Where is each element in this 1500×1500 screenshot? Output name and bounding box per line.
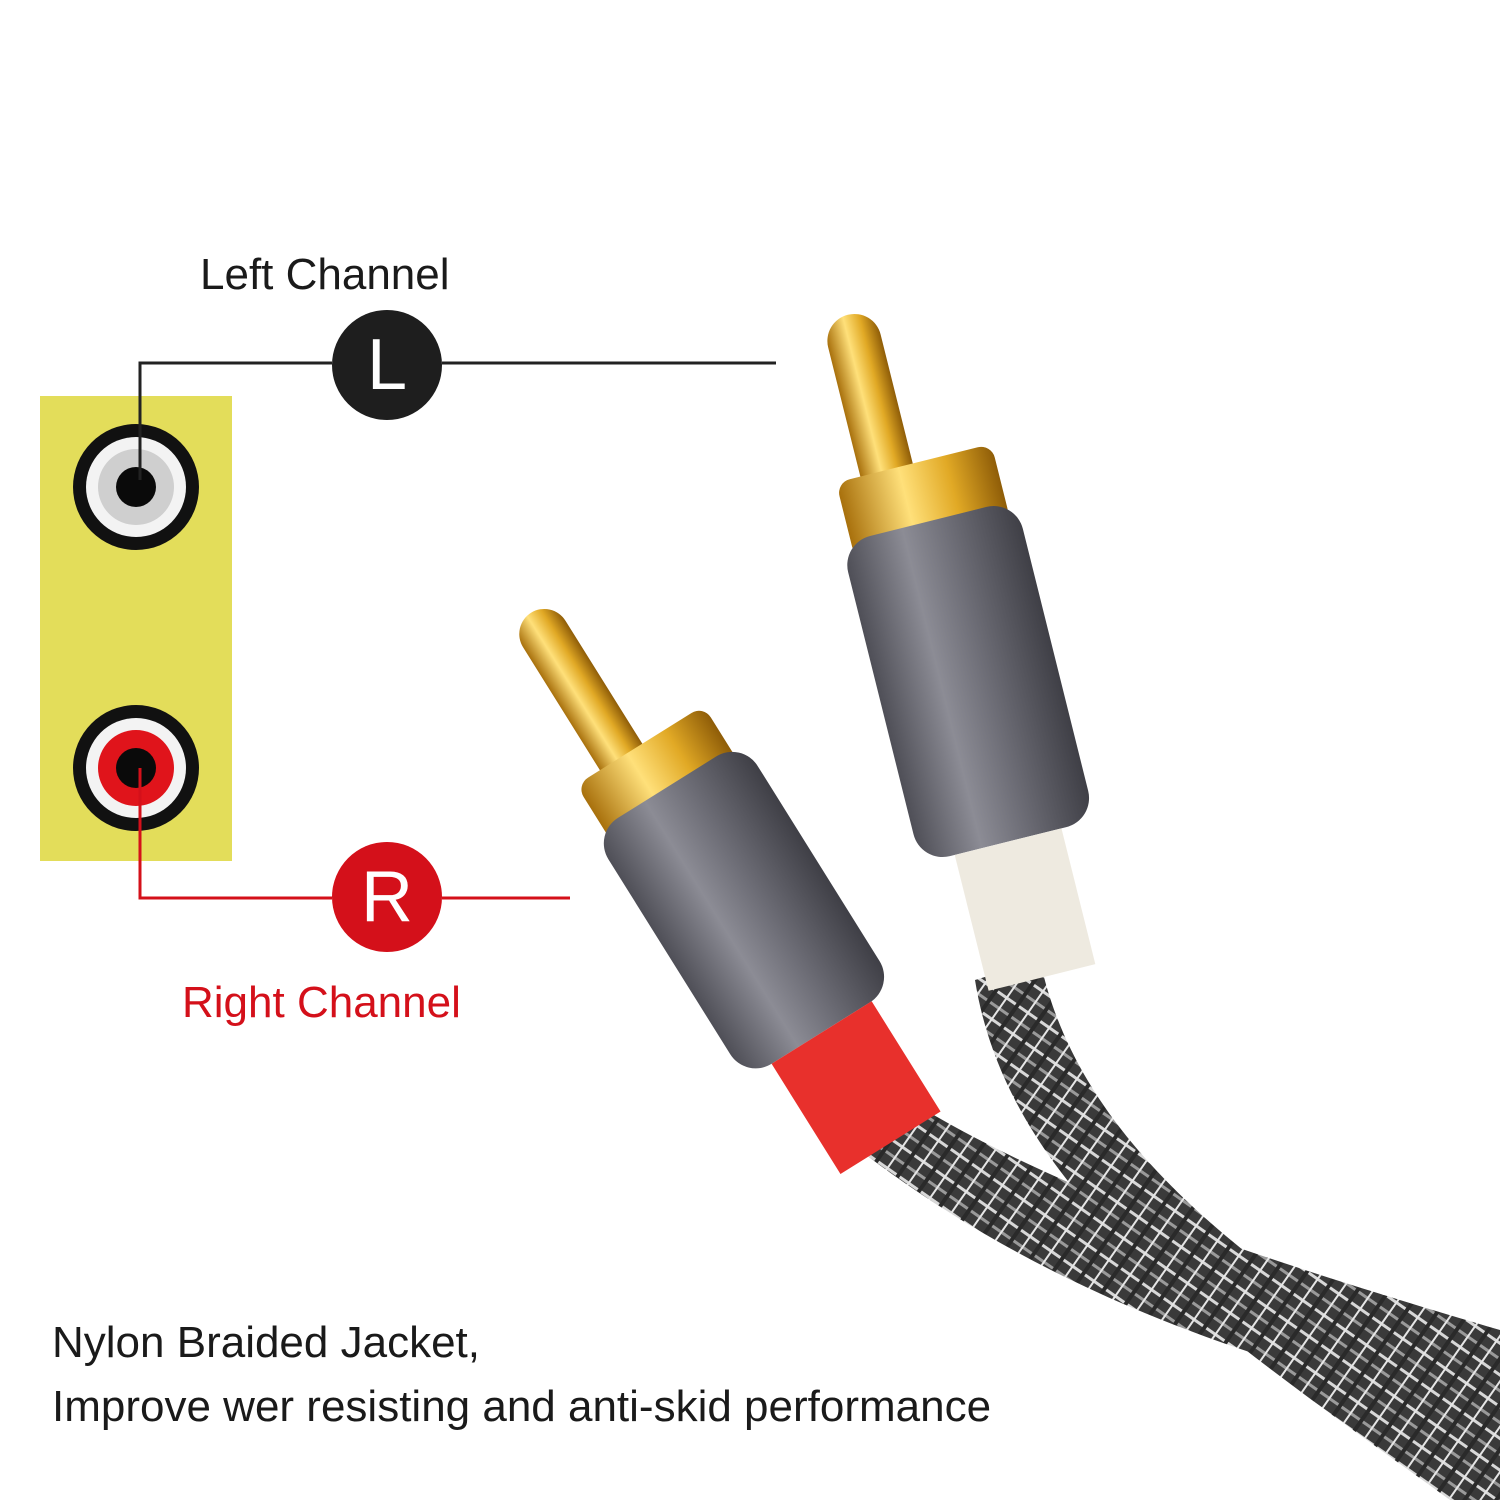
- left-channel-line: [138, 361, 332, 480]
- right-channel-label: Right Channel: [182, 978, 461, 1027]
- left-channel-label: Left Channel: [200, 250, 450, 299]
- left-plug: [827, 313, 1096, 991]
- right-plug: [519, 608, 941, 1175]
- right-cable: [810, 1040, 1500, 1420]
- caption-line-2: Improve wer resisting and anti-skid perf…: [52, 1382, 992, 1431]
- right-jack-socket: [73, 705, 199, 831]
- caption-line-1: Nylon Braided Jacket,: [52, 1318, 480, 1367]
- right-channel-line: [138, 768, 332, 900]
- right-channel-badge: R: [332, 842, 442, 952]
- left-jack-socket: [73, 424, 199, 550]
- left-channel-badge: L: [332, 310, 442, 420]
